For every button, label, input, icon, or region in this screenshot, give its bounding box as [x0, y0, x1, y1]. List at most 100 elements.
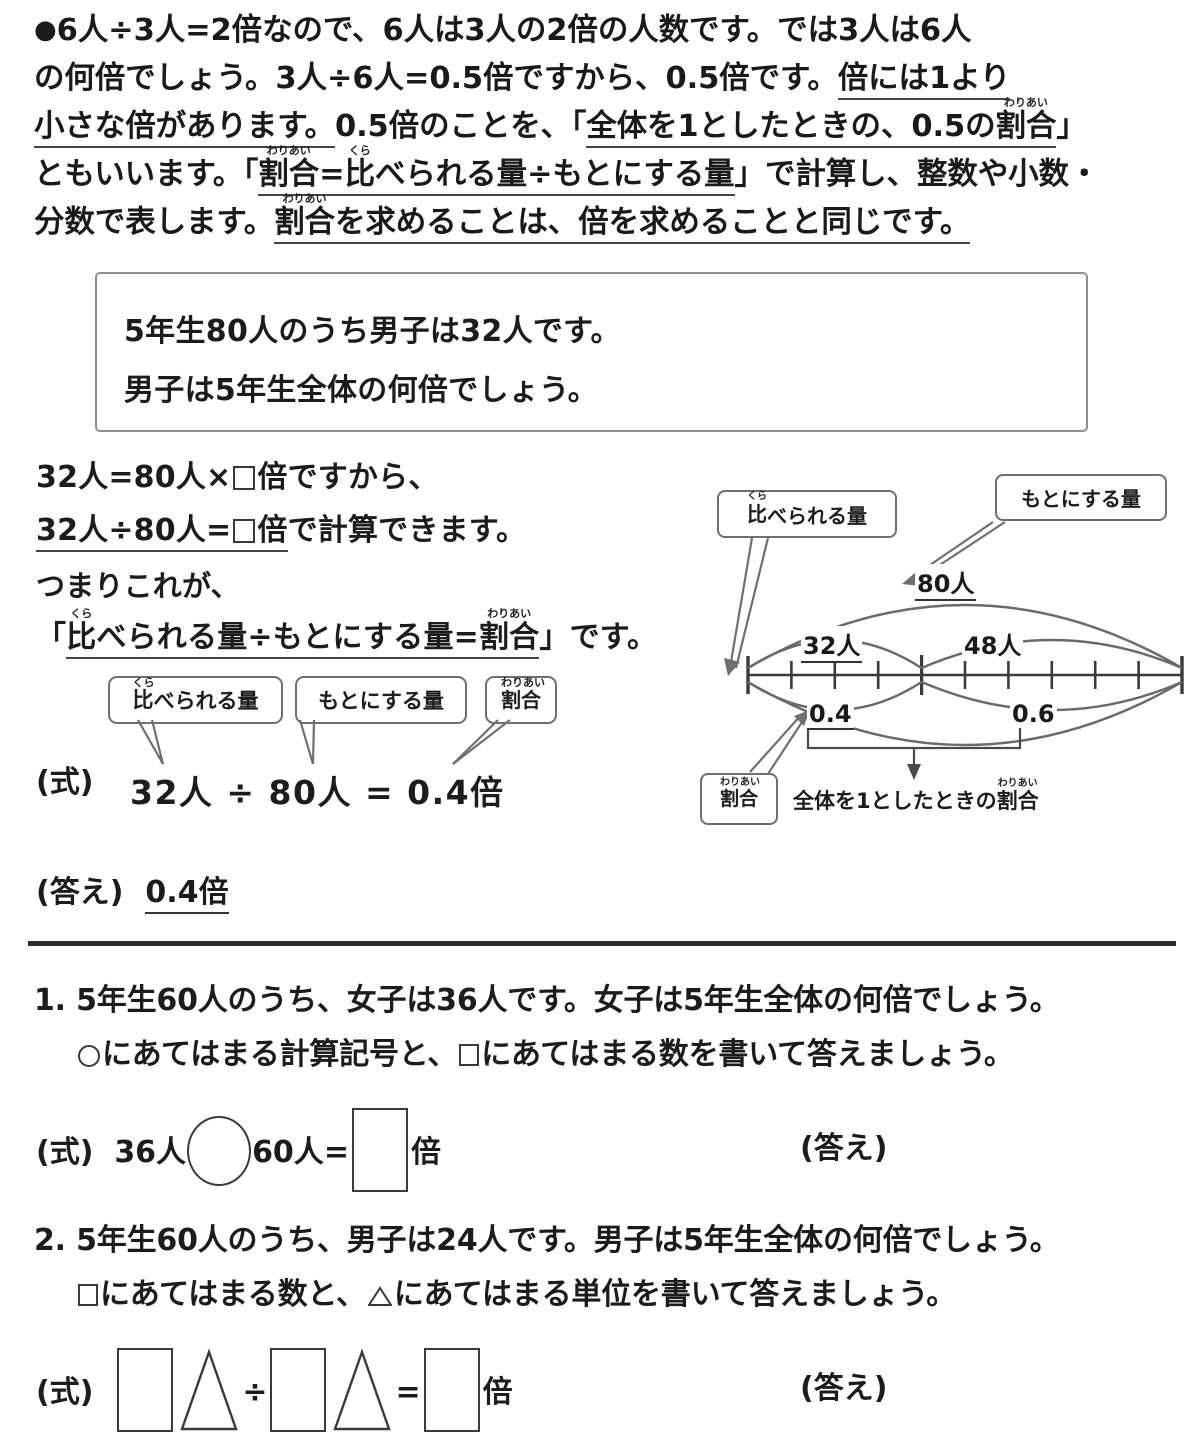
- arc-part-48: [921, 638, 1183, 670]
- diagram-caption: 全体を1としたときのわりあい割合: [793, 779, 1039, 815]
- example-line-2: 男子は5年生全体の何倍でしょう。: [124, 373, 598, 408]
- ruby-wariai-4: わりあい割合: [478, 608, 540, 655]
- pointer-ratio-arrowhead: [794, 710, 810, 726]
- ruby-text: わりあい: [266, 144, 311, 157]
- ruby-wariai-3: わりあい割合: [274, 193, 335, 239]
- diagram-callout-ratio: わりあい割合: [700, 773, 778, 825]
- exercise-2-unit: 倍: [482, 1375, 513, 1410]
- answer-box-blank[interactable]: [351, 1108, 408, 1192]
- work-underline-2: 32人÷80人= 倍: [36, 513, 288, 552]
- ruby-text: くら: [747, 491, 767, 502]
- intro-text-5a: 分数で表します。: [34, 205, 275, 240]
- worked-answer-row: (答え)0.4倍: [36, 867, 229, 914]
- shiki-label-worked: (式): [36, 765, 94, 800]
- work-text-4close: 」です。: [539, 620, 658, 655]
- intro-text-4a: ともいいます。「: [34, 157, 259, 192]
- intro-underline-1-cont: 小さな倍があります。: [34, 109, 335, 148]
- callout-compared-quantity: くら比べられる量: [108, 676, 283, 724]
- work-line-2: 32人÷80人=倍で計算できます。: [36, 505, 526, 552]
- square-blank-icon: [78, 1284, 98, 1306]
- triangle-blank-icon: [366, 1279, 393, 1306]
- exercise-1-shiki-label: (式): [36, 1135, 94, 1170]
- intro-underline-3: わりあい割合=くら比べられる量÷もとにする量: [258, 145, 735, 196]
- pointer-ratio-2: [763, 715, 807, 781]
- intro-underline-1: 倍には1より: [837, 61, 1010, 100]
- intro-line-3: 小さな倍があります。0.5倍のことを、「全体を1としたときの、0.5のわりあい割…: [34, 97, 1184, 151]
- ruby-kura-4: くら比: [747, 492, 767, 526]
- intro-text-4b: べられる量÷もとにする量: [374, 157, 735, 192]
- exercise-1-text-2a: にあてはまる計算記号と、: [102, 1037, 458, 1072]
- diagram-label-ratio-rest: 0.6: [1010, 700, 1057, 728]
- section-divider: [28, 941, 1176, 946]
- intro-text-3c: 全体を1としたときの、0.5の: [586, 109, 996, 144]
- ruby-text: くら: [132, 675, 155, 689]
- work-underline-4: くら比べられる量÷もとにする量=わりあい割合: [66, 608, 540, 659]
- ruby-text: わりあい: [997, 778, 1038, 789]
- work-text-2b: 倍: [257, 513, 288, 548]
- ruby-kura-3: くら比: [133, 677, 155, 711]
- ruby-text: わりあい: [487, 607, 532, 620]
- ruby-wariai-6: わりあい割合: [720, 777, 760, 809]
- ruby-base: 割合: [478, 620, 540, 655]
- exercise-1-unit: 倍: [410, 1135, 441, 1170]
- intro-underline-4: わりあい割合を求めることは、倍を求めることと同じです。: [274, 193, 971, 244]
- intro-eq: =: [319, 157, 345, 192]
- number-box-blank-2[interactable]: [270, 1348, 327, 1432]
- callout-text-rest: べられる量: [153, 689, 259, 713]
- intro-underline-2: 全体を1としたときの、0.5のわりあい割合: [586, 97, 1057, 148]
- work-line-3: つまりこれが、: [36, 569, 240, 603]
- answer-box-blank-2[interactable]: [423, 1348, 480, 1432]
- circle-blank-icon: [78, 1045, 100, 1067]
- ruby-base: 比: [66, 620, 97, 655]
- exercise-2-line-1: 2. 5年生60人のうち、男子は24人です。男子は5年生全体の何倍でしょう。: [34, 1215, 1060, 1259]
- ruby-base: 割合: [258, 157, 320, 192]
- callout-text: もとにする量: [318, 689, 444, 713]
- exercise-1-text: 5年生60人のうち、女子は36人です。女子は5年生全体の何倍でしょう。: [76, 983, 1060, 1018]
- ruby-text: くら: [348, 144, 371, 157]
- ruby-base: 比: [344, 157, 376, 192]
- callout-pointer-lines: [137, 719, 511, 765]
- operator-circle-blank[interactable]: [187, 1116, 252, 1186]
- unit-triangle-blank-1[interactable]: [179, 1348, 239, 1432]
- work-text-4mid: べられる量÷もとにする量=: [96, 620, 479, 655]
- number-box-blank-1[interactable]: [117, 1348, 174, 1432]
- ratio-number-line-diagram: くら比べられる量 もとにする量 わりあい割合 80人 32人 48人 0.4 0…: [690, 470, 1200, 845]
- work-text-2a: 32人÷80人=: [36, 513, 232, 548]
- exercise-1-operand-2: 60人: [252, 1135, 324, 1170]
- callout-ratio: わりあい割合: [485, 676, 557, 724]
- pointer-compared: [728, 537, 754, 669]
- ruby-kura-1: くら比: [344, 145, 376, 192]
- ruby-text: くら: [70, 607, 93, 620]
- ruby-text: わりあい: [501, 676, 545, 689]
- diagram-callout-compared-quantity: くら比べられる量: [717, 490, 897, 538]
- work-line-4: 「くら比べられる量÷もとにする量=わりあい割合」です。: [36, 608, 658, 659]
- exercise-2-text-2a: にあてはまる数と、: [100, 1277, 366, 1312]
- exercise-2-shiki-row: (式) ÷=倍: [36, 1348, 513, 1432]
- exercise-1-text-2b: にあてはまる数を書いて答えましょう。: [481, 1037, 1014, 1072]
- pointer-compared-arrowhead: [724, 658, 740, 676]
- ruby-wariai-2: わりあい割合: [258, 145, 320, 192]
- exercise-2-answer-label: (答え): [800, 1371, 888, 1406]
- intro-text-3b: 0.5倍のことを、「: [334, 109, 587, 144]
- intro-text-3d: 」: [1056, 109, 1087, 144]
- intro-text-5c: を求めることは、倍を求めることと同じです。: [334, 205, 971, 240]
- exercise-1-operand-1: 36人: [114, 1135, 187, 1170]
- work-text-1a: 32人=80人×: [36, 460, 232, 495]
- ruby-base: 比: [747, 502, 767, 526]
- ruby-wariai-1: わりあい割合: [996, 97, 1057, 143]
- callout-text-rest: べられる量: [767, 503, 867, 528]
- unit-triangle-blank-2[interactable]: [332, 1348, 392, 1432]
- ruby-text: わりあい: [719, 776, 760, 788]
- diagram-callout-base-quantity: もとにする量: [995, 474, 1167, 521]
- intro-line-4: ともいいます。「わりあい割合=くら比べられる量÷もとにする量」で計算し、整数や小…: [34, 145, 1184, 199]
- exercise-2-line-2: にあてはまる数と、にあてはまる単位を書いて答えましょう。: [76, 1269, 956, 1313]
- answer-label: (答え): [36, 875, 124, 910]
- worked-equation: 32人 ÷ 80人 = 0.4倍: [130, 773, 505, 812]
- diagram-label-ratio-part: 0.4: [807, 700, 854, 730]
- work-line-1: 32人=80人× 倍ですから、: [36, 452, 439, 496]
- work-text-1b: 倍ですから、: [257, 460, 439, 495]
- exercise-1-number: 1.: [34, 983, 66, 1018]
- exercise-2-equals: =: [395, 1375, 421, 1410]
- intro-line-5: 分数で表します。わりあい割合を求めることは、倍を求めることと同じです。: [34, 193, 1184, 247]
